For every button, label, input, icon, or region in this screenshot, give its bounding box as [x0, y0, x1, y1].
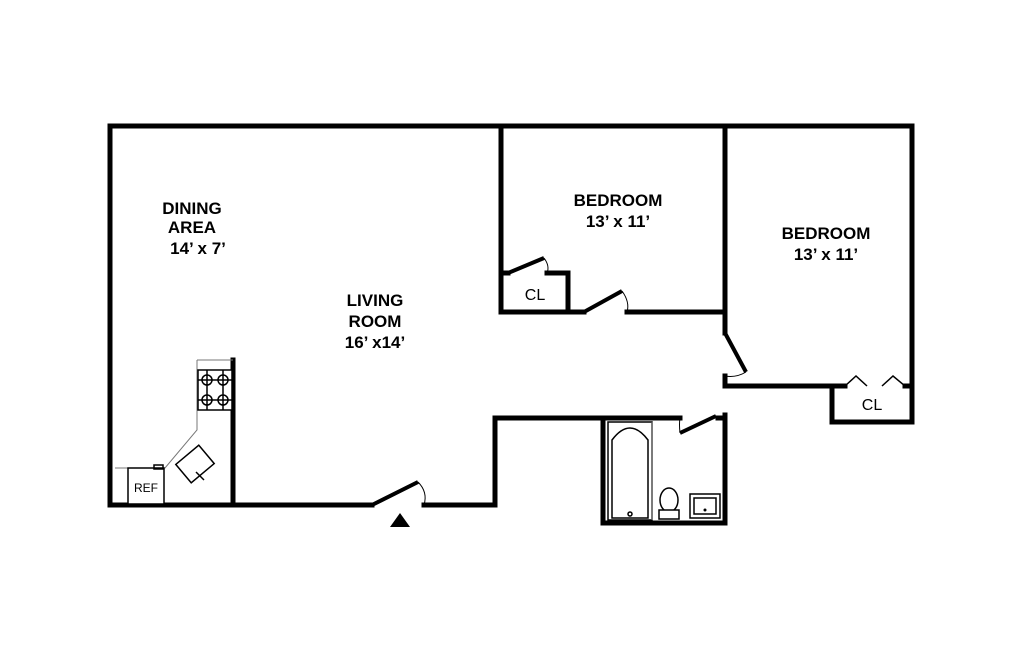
toilet-icon — [658, 487, 680, 520]
closet-2-bifold-door-right — [881, 375, 906, 387]
bedroom-1-dimensions: 13’ x 11’ — [586, 212, 650, 231]
dining-area-label-line-1: DINING — [162, 199, 222, 218]
doors — [371, 256, 906, 507]
refrigerator-label: REF — [134, 481, 158, 495]
room-labels: DINING AREA 14’ x 7’ LIVING ROOM 16’ x14… — [162, 191, 882, 414]
living-room-dimensions: 16’ x14’ — [345, 333, 406, 352]
bedroom-1-door-swing — [621, 290, 629, 313]
bathroom — [607, 421, 721, 521]
dining-area-label-line-2: AREA — [168, 218, 216, 237]
living-room-label-line-1: LIVING — [347, 291, 404, 310]
exterior-wall-north-west — [107, 123, 915, 508]
bathroom-sink-icon — [689, 493, 721, 519]
bedroom-1-label: BEDROOM — [574, 191, 663, 210]
stove-icon — [197, 369, 233, 411]
bedroom-1-door — [583, 289, 623, 314]
living-room-label-line-2: ROOM — [349, 312, 402, 331]
entry-door — [371, 480, 419, 507]
closet-1-label: CL — [525, 287, 546, 304]
closet-1-east-wall — [544, 270, 571, 315]
refrigerator: REF — [127, 464, 165, 505]
bedroom-2-door-swing — [724, 371, 747, 377]
entry-arrow-icon — [390, 513, 410, 527]
kitchen: REF — [115, 359, 233, 505]
bedroom-2-dimensions: 13’ x 11’ — [794, 245, 858, 264]
closet-1-door-swing — [543, 257, 549, 274]
walls — [107, 123, 915, 526]
bathroom-door — [679, 414, 717, 435]
dining-area-dimensions: 14’ x 7’ — [170, 239, 226, 258]
bedroom-2-label: BEDROOM — [782, 224, 871, 243]
bedroom-2-door — [723, 332, 748, 373]
bedroom-1-west-wall — [498, 123, 587, 315]
bathroom-door-swing — [679, 417, 681, 434]
closet-2-label: CL — [862, 397, 883, 414]
bathtub-icon — [607, 421, 653, 521]
closet-1-door — [507, 256, 545, 275]
kitchen-sink-icon — [174, 444, 216, 484]
closet-2-bifold-door-left — [844, 374, 868, 387]
entry-door-swing — [417, 481, 426, 506]
